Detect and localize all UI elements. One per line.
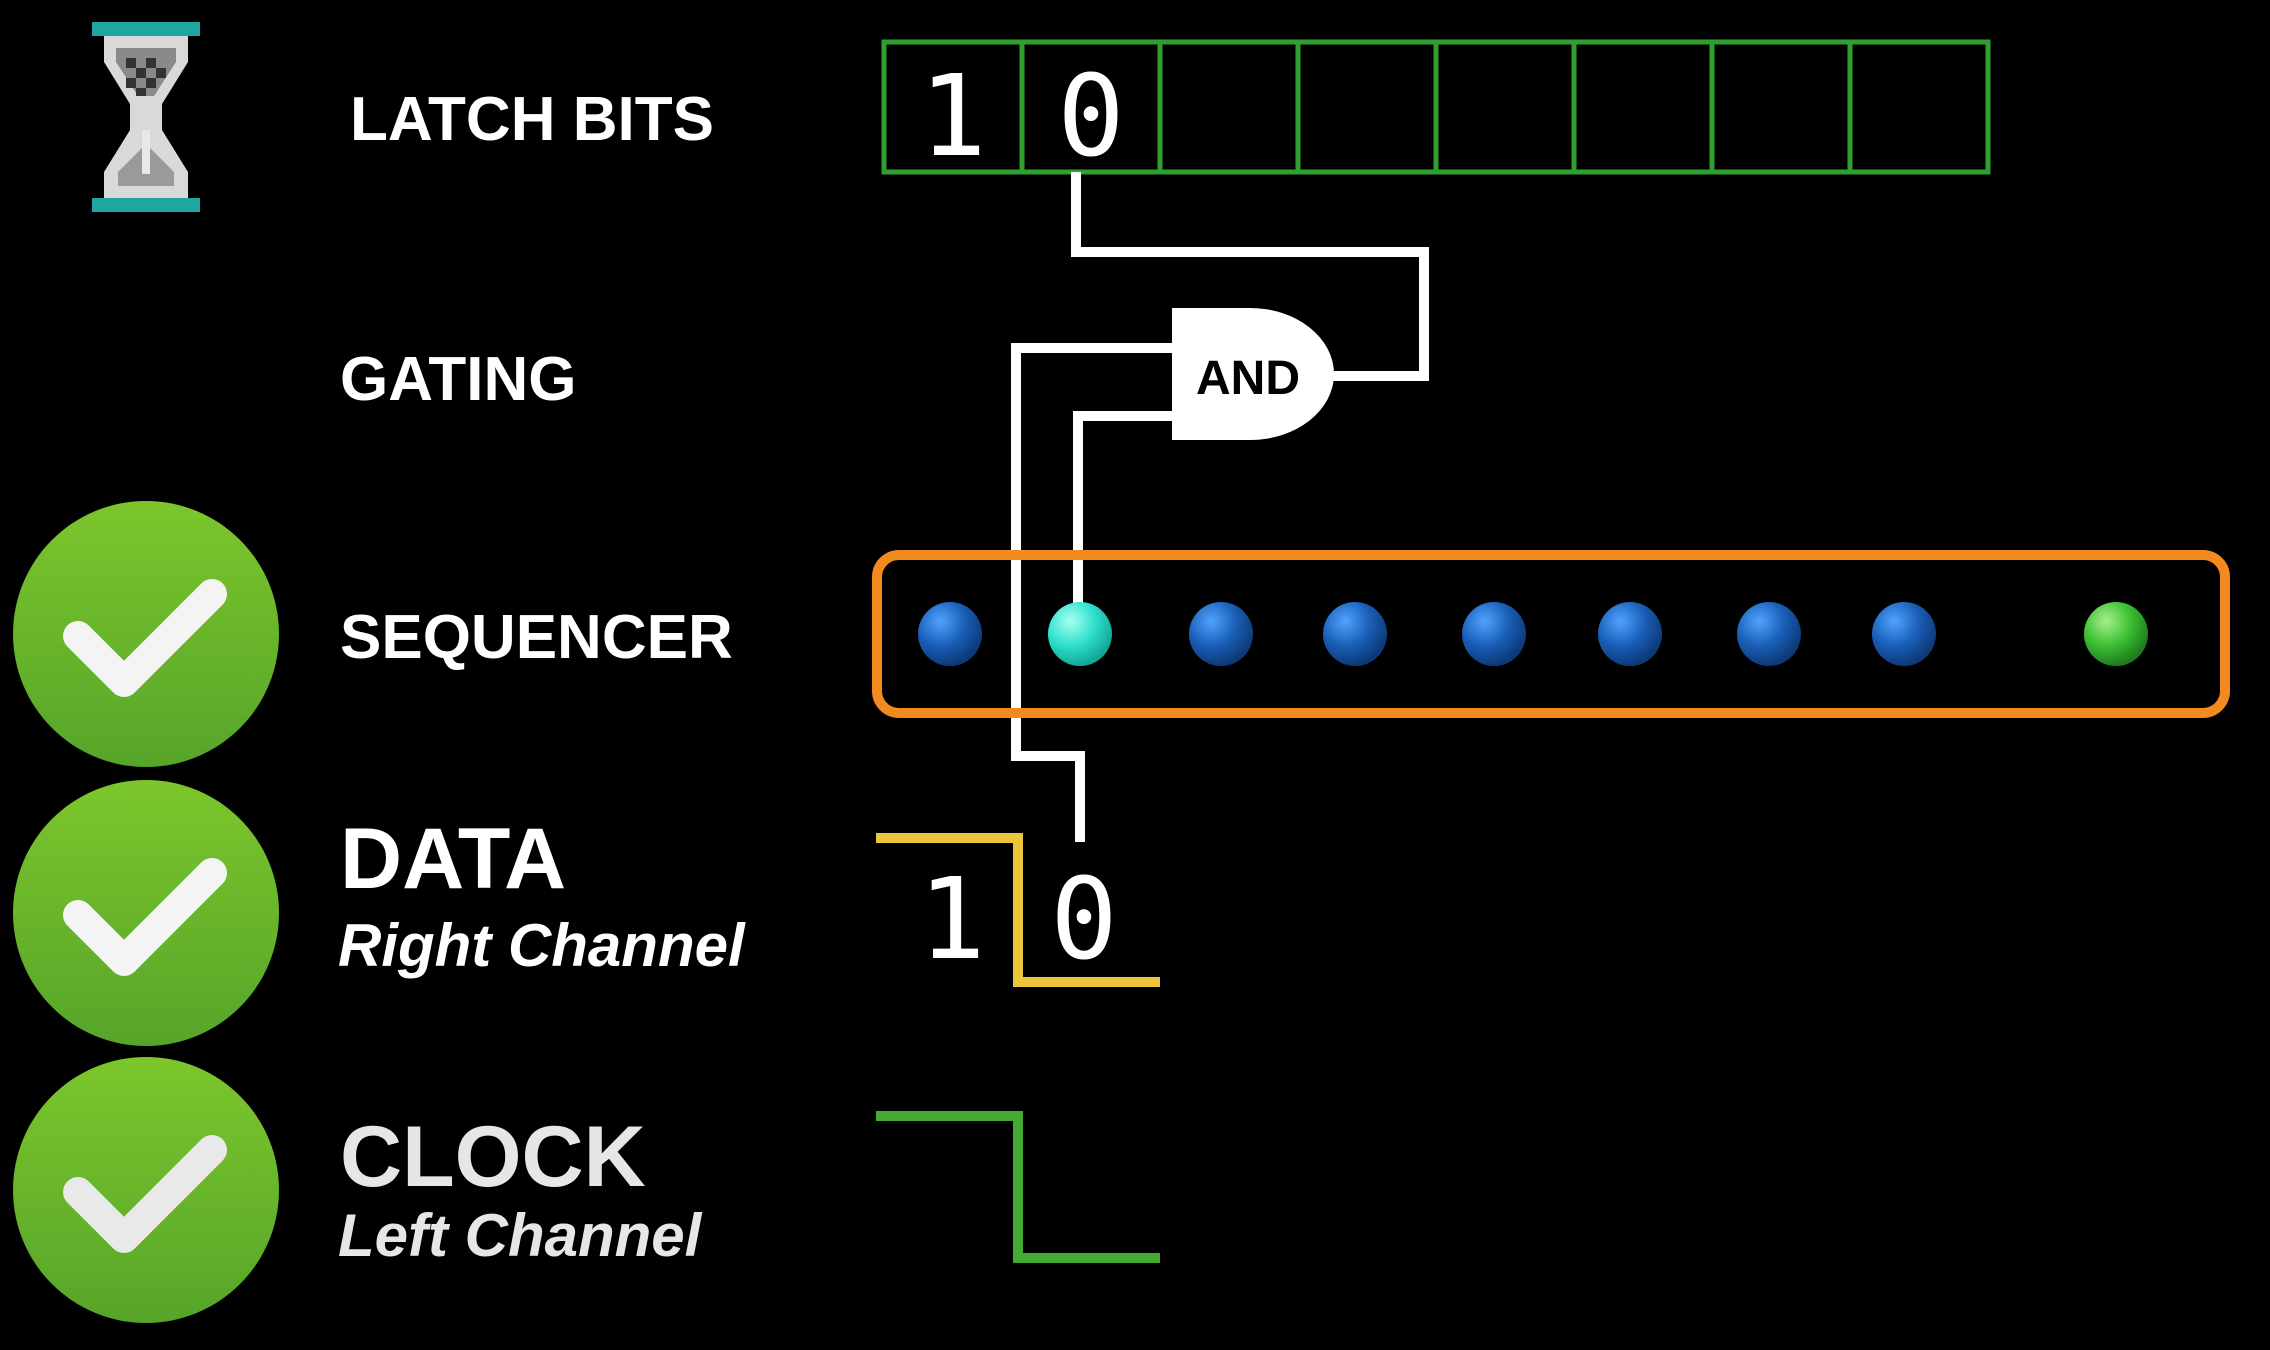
- checkmark-icon: [63, 1135, 227, 1253]
- clock-sublabel: Left Channel: [338, 1202, 703, 1269]
- clock-check-badge: [13, 1057, 279, 1323]
- clock-label: CLOCK: [340, 1109, 646, 1205]
- sequencer-dot-idle: [1462, 602, 1526, 666]
- latch-bit-cell: [1433, 39, 1577, 175]
- sequencer-dot-idle: [1189, 602, 1253, 666]
- gating-wires: [1011, 172, 1429, 842]
- latch-bit-cell: [1157, 39, 1301, 175]
- latch-bit-cell: [1709, 39, 1853, 175]
- and-gate-label: AND: [1196, 352, 1300, 405]
- sequencer-dot-end: [2084, 602, 2148, 666]
- data-label: DATA: [340, 811, 566, 907]
- sequencer-dots: [918, 602, 2148, 666]
- data-waveform: [876, 833, 1160, 987]
- clock-waveform: [876, 1111, 1160, 1263]
- latch-to-and-wire: [1071, 172, 1429, 381]
- latch-bit-value: 1: [919, 52, 986, 182]
- sequencer-dot-idle: [1323, 602, 1387, 666]
- latch-bit-cell: [1571, 39, 1715, 175]
- data-bit-value: 0: [1050, 855, 1117, 985]
- sequencer-dot-idle: [1872, 602, 1936, 666]
- sequencer-check-badge: [13, 501, 279, 767]
- and-output-loop-wire: [1011, 343, 1176, 842]
- hourglass-icon: [92, 22, 200, 212]
- latch-bit-cell: [1847, 39, 1991, 175]
- sequencer-dot-idle: [1737, 602, 1801, 666]
- sequencer-dot-active: [1048, 602, 1112, 666]
- data-check-badge: [13, 780, 279, 1046]
- sequencer-box: [872, 550, 2230, 718]
- latch-bit-value: 0: [1057, 52, 1124, 182]
- checkmark-icon: [63, 858, 227, 976]
- latch-bit-cell: [1295, 39, 1439, 175]
- data-sublabel: Right Channel: [338, 912, 746, 979]
- sequencer-to-and-wire: [1073, 411, 1176, 632]
- sequencer-dot-idle: [1598, 602, 1662, 666]
- checkmark-icon: [63, 579, 227, 697]
- and-gate: AND: [1172, 308, 1334, 440]
- sequencer-label: SEQUENCER: [340, 603, 733, 672]
- sequencer-dot-idle: [918, 602, 982, 666]
- gating-label: GATING: [340, 345, 577, 414]
- latch-bits-label: LATCH BITS: [350, 85, 714, 154]
- data-bit-value: 1: [918, 855, 985, 985]
